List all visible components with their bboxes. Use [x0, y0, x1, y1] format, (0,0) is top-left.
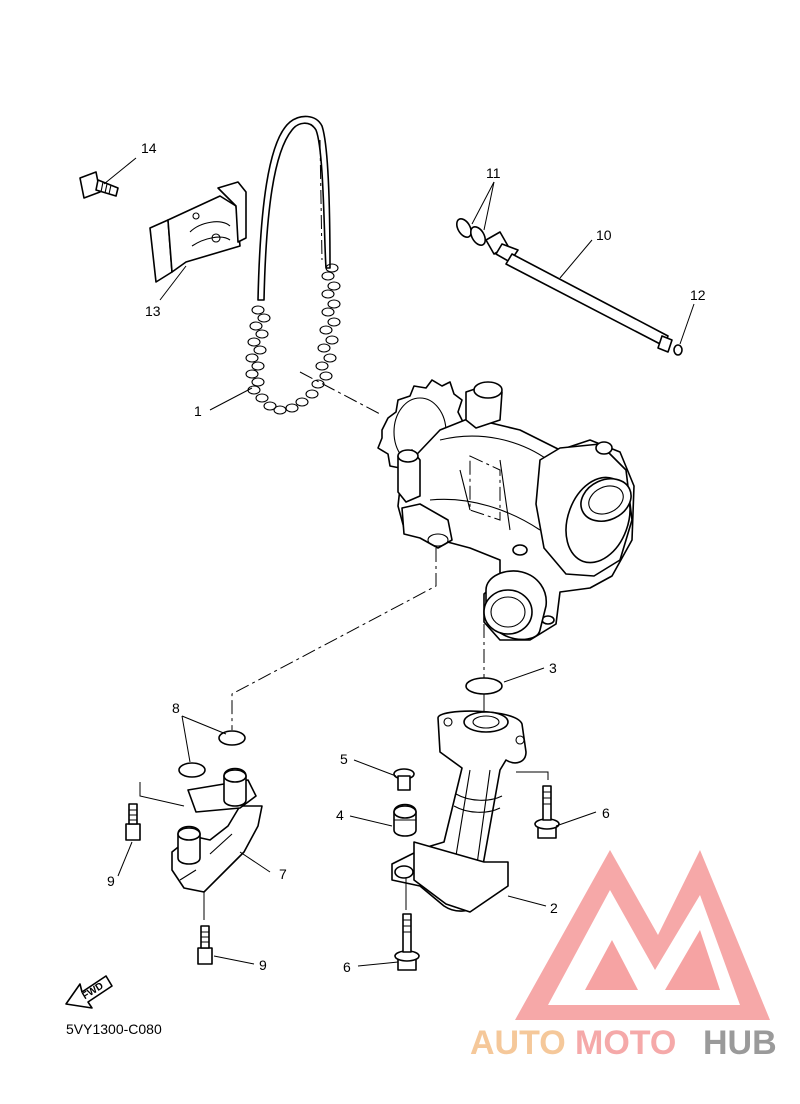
callout-4: 4	[336, 807, 344, 823]
callout-1: 1	[194, 403, 202, 419]
callout-13: 13	[145, 303, 161, 319]
part-4-damper	[393, 803, 417, 837]
callout-14: 14	[141, 140, 157, 156]
callout-6-lower: 6	[343, 959, 351, 975]
part-8-o-rings	[178, 730, 246, 778]
part-9-bolt-upper	[125, 803, 141, 841]
watermark-logo	[515, 850, 770, 1020]
callout-8: 8	[172, 700, 180, 716]
part-14-bolt	[79, 171, 119, 199]
part-7-oil-pipe	[139, 767, 263, 893]
part-12-o-ring	[673, 344, 683, 356]
part-10-shaft	[485, 231, 673, 353]
callout-10: 10	[596, 227, 612, 243]
part-5-bolt	[393, 768, 415, 791]
callout-11: 11	[486, 165, 501, 181]
callout-leaders	[103, 157, 695, 967]
watermark-text-auto: AUTO	[470, 1024, 566, 1062]
callout-6-right: 6	[602, 805, 610, 821]
part-2-strainer	[391, 710, 549, 913]
assembly-centerlines	[231, 548, 485, 730]
watermark-text-moto: MOTO	[575, 1024, 676, 1062]
callout-2: 2	[550, 900, 558, 916]
callout-5: 5	[340, 751, 348, 767]
part-3-o-ring	[465, 677, 503, 695]
part-11-o-rings	[455, 218, 487, 246]
part-9-bolt-lower	[197, 892, 213, 965]
chain-links	[245, 263, 341, 415]
callout-3: 3	[549, 660, 557, 676]
fwd-arrow: FWD	[65, 975, 113, 1009]
callout-9-lower: 9	[259, 957, 267, 973]
part-13-chain-guide	[149, 181, 247, 283]
callout-7: 7	[279, 866, 287, 882]
watermark-text-hub: HUB	[703, 1024, 777, 1062]
callout-12: 12	[690, 287, 706, 303]
diagram-code: 5VY1300-C080	[66, 1021, 162, 1037]
part-1-timing-chain	[245, 115, 381, 415]
part-6-bolt-right	[534, 785, 560, 839]
callout-9-upper: 9	[107, 873, 115, 889]
part-6-bolt-lower	[394, 878, 420, 971]
oil-pump-assembly	[377, 379, 635, 641]
